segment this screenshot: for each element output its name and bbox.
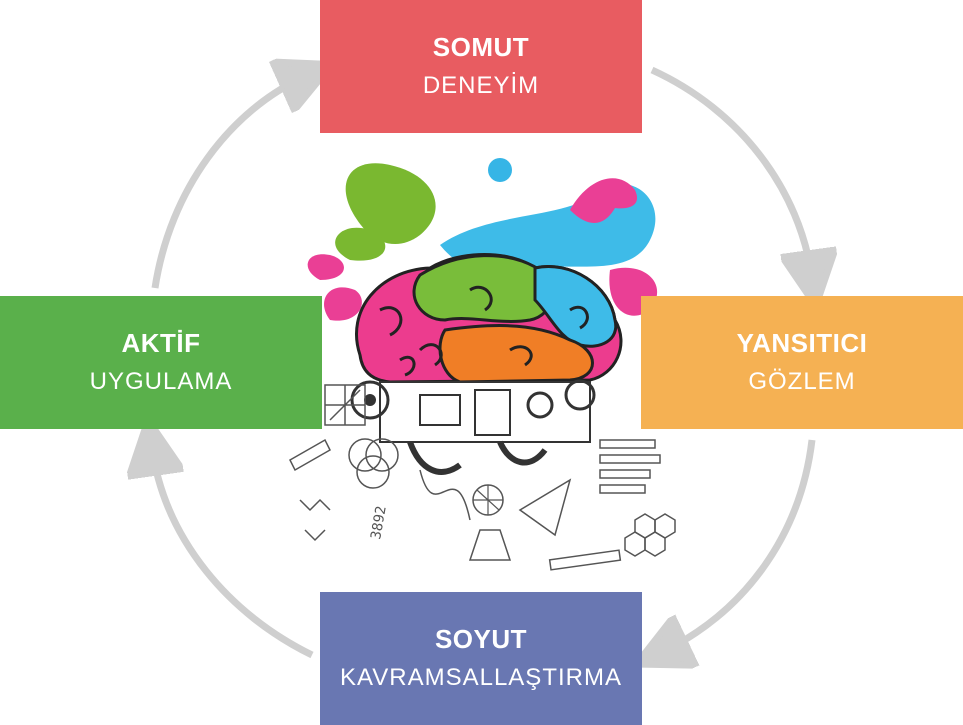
stage-title: YANSITICI — [736, 328, 868, 359]
stage-title: SOMUT — [432, 32, 530, 63]
arrow-right-to-bottom — [662, 439, 816, 652]
sketch-number: 3892 — [368, 505, 390, 541]
stage-abstract-conceptualization: SOYUT KAVRAMSALLAŞTIRMA — [320, 592, 642, 725]
arrow-left-to-top — [151, 76, 306, 289]
brain-illustration: 3892 — [289, 158, 676, 571]
stage-subtitle: DENEYİM — [422, 71, 540, 99]
stage-subtitle: UYGULAMA — [89, 367, 233, 395]
stage-active-experimentation: AKTİF UYGULAMA — [0, 296, 322, 429]
stage-concrete-experience: SOMUT DENEYİM — [320, 0, 642, 133]
stage-reflective-observation: YANSITICI GÖZLEM — [641, 296, 963, 429]
stage-title: SOYUT — [434, 624, 528, 655]
arrow-top-to-right — [650, 66, 812, 278]
stage-subtitle: GÖZLEM — [748, 367, 856, 395]
arrow-bottom-to-left — [152, 448, 314, 659]
stage-subtitle: KAVRAMSALLAŞTIRMA — [340, 663, 622, 691]
stage-title: AKTİF — [121, 328, 201, 359]
